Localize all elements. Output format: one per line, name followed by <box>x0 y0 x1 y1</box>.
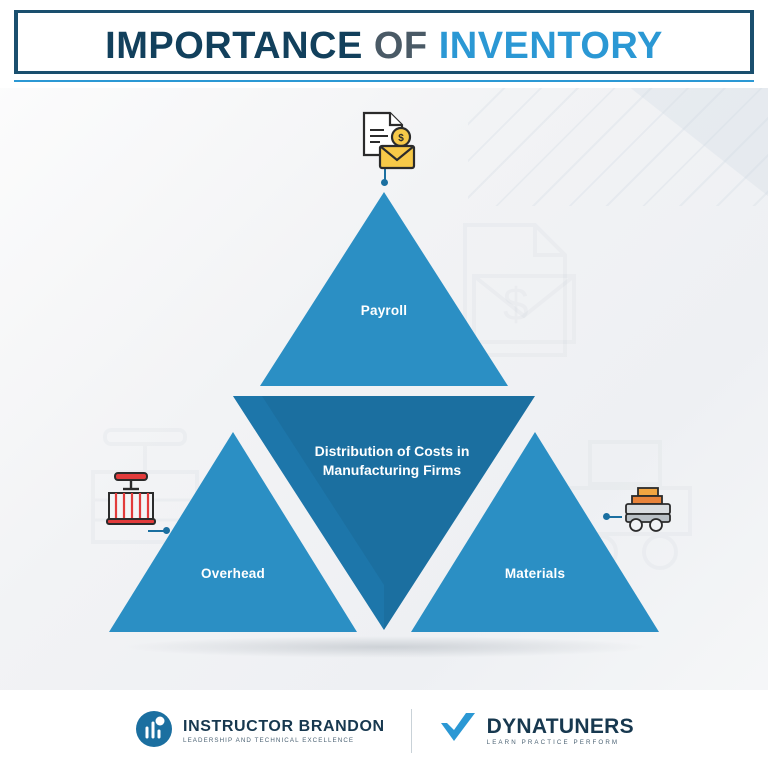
dynatuners-check-logo <box>438 711 478 752</box>
svg-text:$: $ <box>398 133 404 144</box>
top-triangle-shape <box>260 192 508 386</box>
poster-footer: INSTRUCTOR BRANDON LEADERSHIP AND TECHNI… <box>0 690 768 776</box>
connector-line-left <box>148 530 164 532</box>
title-word-of: OF <box>373 25 428 67</box>
header-bottom-rule-blue <box>14 80 754 82</box>
header-bottom-rule-dark <box>14 71 754 74</box>
brand1-tagline: LEADERSHIP AND TECHNICAL EXCELLENCE <box>183 737 355 744</box>
ghost-envelope-icon <box>470 268 580 348</box>
footer-divider <box>410 709 412 753</box>
brand2-tagline: LEARN PRACTICE PERFORM <box>486 739 620 746</box>
right-triangle-shape <box>411 432 659 632</box>
corner-triangle-decoration <box>628 86 768 196</box>
node-label-payroll: Payroll <box>360 303 408 318</box>
svg-text:$: $ <box>503 278 529 330</box>
connector-line-right <box>606 516 622 518</box>
materials-stack-icon <box>622 486 680 537</box>
instructor-brandon-logo <box>134 709 174 754</box>
left-triangle-shape <box>109 432 357 632</box>
title-word-importance: IMPORTANCE <box>105 25 363 67</box>
diagonal-line-pattern <box>468 86 768 206</box>
poster-header: IMPORTANCE OF INVENTORY <box>0 0 768 88</box>
brand-dynatuners: DYNATUNERS LEARN PRACTICE PERFORM <box>438 711 634 752</box>
title-word-inventory: INVENTORY <box>438 25 663 67</box>
header-left-rule <box>14 10 18 74</box>
node-label-overhead: Overhead <box>201 566 265 581</box>
node-label-materials: Materials <box>504 566 566 581</box>
invoice-money-icon: $ <box>358 110 424 177</box>
brand-instructor-brandon: INSTRUCTOR BRANDON LEADERSHIP AND TECHNI… <box>134 709 385 754</box>
factory-stamp-icon <box>103 470 159 533</box>
ground-shadow <box>120 636 650 658</box>
connector-dot-top <box>381 179 388 186</box>
connector-line-top <box>384 165 386 181</box>
brand1-name: INSTRUCTOR BRANDON <box>183 718 385 735</box>
brand2-name: DYNATUNERS <box>486 715 634 738</box>
header-top-rule <box>14 10 754 13</box>
center-triangle-shape <box>233 396 535 630</box>
center-label: Distribution of Costs in Manufacturing F… <box>314 443 470 478</box>
page-title: IMPORTANCE OF INVENTORY <box>0 26 768 66</box>
header-right-rule <box>750 10 754 74</box>
connector-dot-left <box>163 527 170 534</box>
